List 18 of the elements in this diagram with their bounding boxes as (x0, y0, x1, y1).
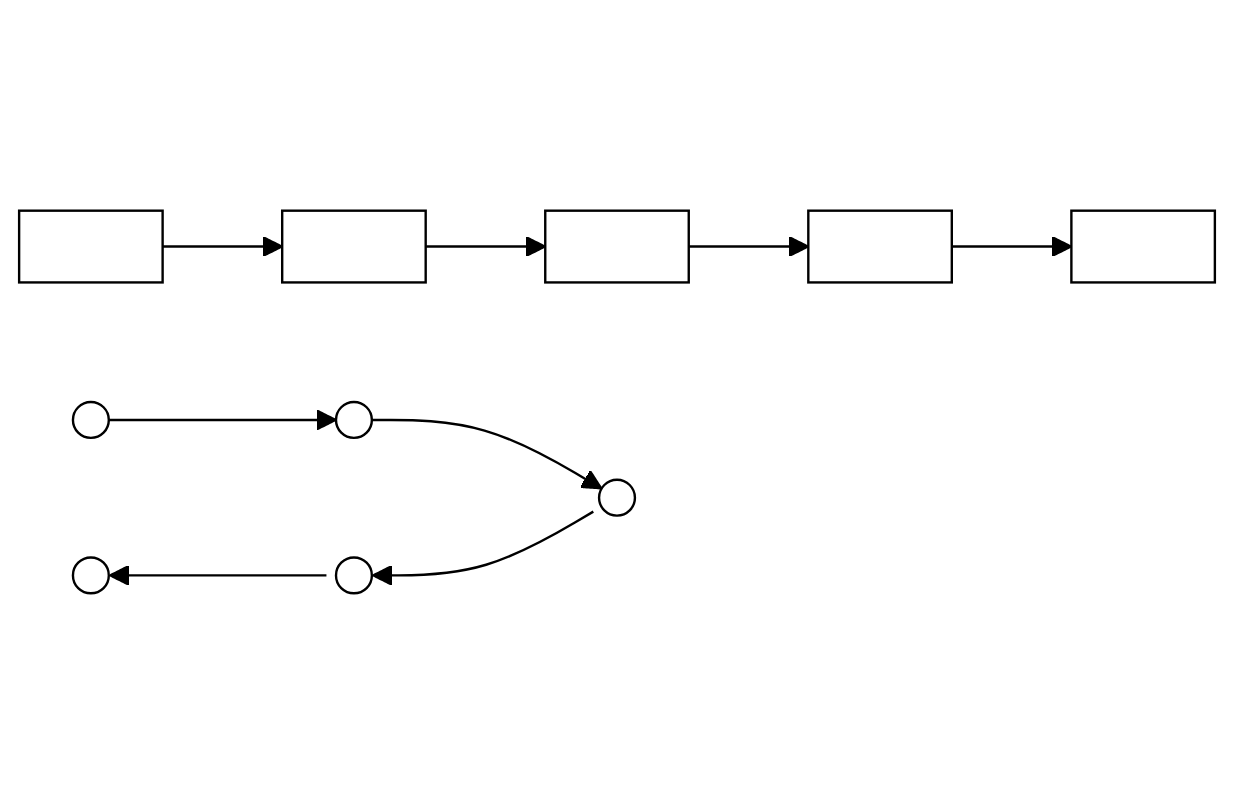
arrow (371, 510, 594, 586)
node-circle (334, 556, 374, 595)
node-circle (71, 400, 110, 440)
node-circle (334, 400, 374, 440)
node-box (544, 209, 690, 284)
node-box (281, 209, 427, 284)
node-circle (71, 556, 110, 595)
node-box (807, 209, 953, 284)
arrow (371, 418, 603, 490)
arrow (425, 236, 547, 258)
arrow (688, 236, 810, 258)
node-box (17, 209, 164, 284)
arrow (108, 409, 337, 431)
node-box (1070, 209, 1217, 284)
arrow (951, 236, 1073, 258)
arrow (108, 564, 327, 586)
node-circle (597, 478, 637, 517)
arrow (162, 236, 284, 258)
